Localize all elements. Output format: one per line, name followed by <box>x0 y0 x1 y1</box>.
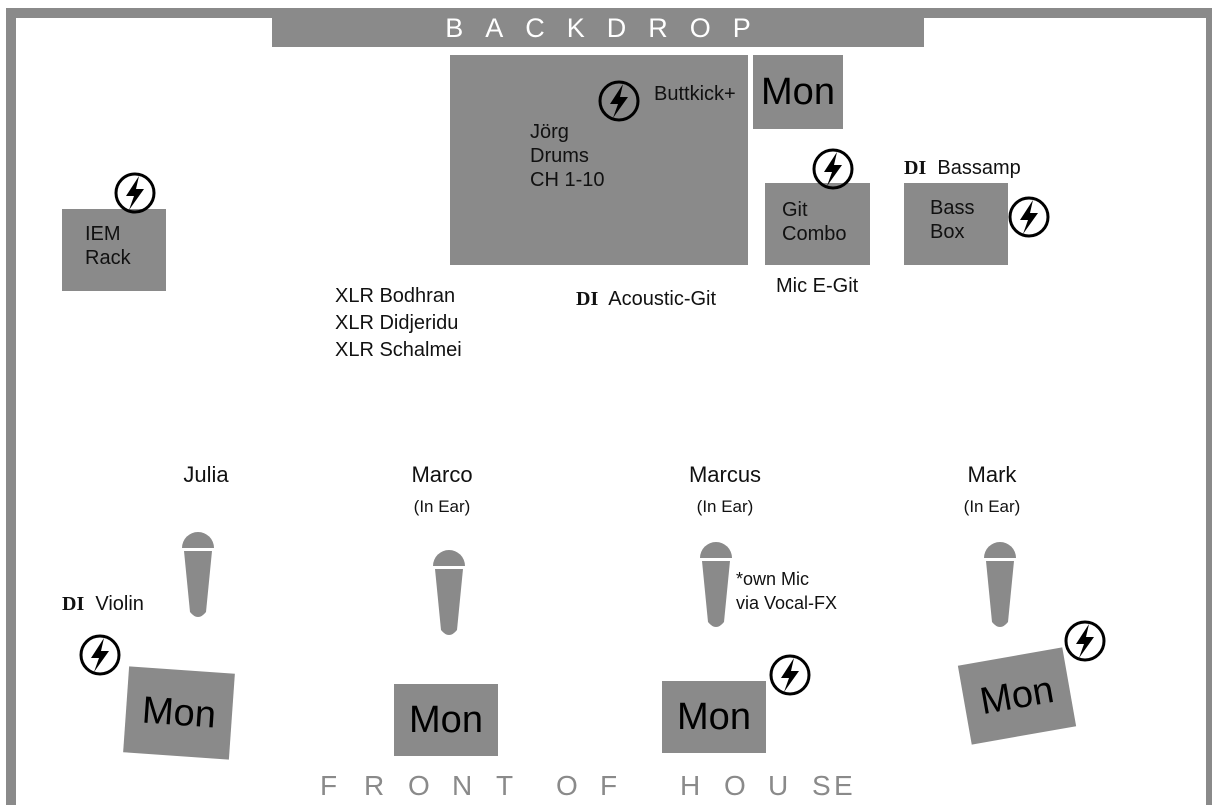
di-label: DI <box>576 288 599 310</box>
iem-rack-label: IEM Rack <box>85 223 131 269</box>
drum-riser <box>450 55 748 265</box>
handheld-microphone-icon <box>433 550 465 635</box>
acoustic-text: Acoustic-Git <box>608 288 717 310</box>
xlr-inputs-label: XLR Bodhran XLR Didjeridu XLR Schalmei <box>335 285 462 361</box>
lightning-bolt-circle-icon <box>79 634 121 676</box>
drum-monitor: Mon <box>753 55 843 129</box>
foh-letter: R <box>364 770 385 801</box>
floor-monitor: Mon <box>123 666 235 760</box>
backdrop-label: BACKDROP <box>272 10 924 47</box>
violin-di-label: DI Violin <box>62 592 144 616</box>
performer-name: Mark <box>967 462 1017 487</box>
floor-monitor: Mon <box>394 684 498 756</box>
monitor-label: Mon <box>409 698 483 741</box>
foh-letter: N <box>452 770 473 801</box>
foh-letter: S <box>812 770 831 801</box>
lightning-bolt-circle-icon <box>114 172 156 214</box>
monitor-label: Mon <box>761 70 835 113</box>
lightning-bolt-circle-icon <box>1008 196 1050 238</box>
performer-note: (In Ear) <box>963 497 1021 516</box>
handheld-microphone-icon <box>700 542 732 627</box>
foh-letter: E <box>834 770 853 801</box>
guitar-combo <box>765 183 870 265</box>
performer-note: (In Ear) <box>413 497 471 516</box>
lightning-bolt-circle-icon <box>812 148 854 190</box>
floor-monitor: Mon <box>662 681 766 753</box>
buttkick-label: Buttkick+ <box>654 83 736 105</box>
monitor-label: Mon <box>140 688 218 737</box>
violin-text: Violin <box>95 593 144 615</box>
monitor-label: Mon <box>677 695 751 738</box>
performer-name: Julia <box>183 462 229 487</box>
foh-letter: H <box>680 770 701 801</box>
bassamp-label: DI Bassamp <box>904 156 1021 180</box>
foh-letter: O <box>724 770 746 801</box>
stage-border-left <box>6 8 16 805</box>
own-mic-note: *own Mic via Vocal-FX <box>736 569 838 613</box>
bass-box <box>904 183 1008 265</box>
foh-letter: O <box>556 770 578 801</box>
acoustic-git-label: DI Acoustic-Git <box>576 287 716 311</box>
foh-letter: T <box>496 770 514 801</box>
foh-letter: O <box>408 770 430 801</box>
foh-letter: F <box>320 770 338 801</box>
foh-letter: U <box>768 770 789 801</box>
floor-monitor: Mon <box>957 647 1077 745</box>
performer-name: Marcus <box>688 462 762 487</box>
monitor-label: Mon <box>976 668 1057 723</box>
performer-name: Marco <box>411 462 473 487</box>
bass-box-label: Bass Box <box>930 197 975 243</box>
lightning-bolt-circle-icon <box>769 654 811 696</box>
di-label: DI <box>904 157 927 179</box>
handheld-microphone-icon <box>182 532 214 617</box>
di-label: DI <box>62 593 85 615</box>
guitar-combo-label: Git Combo <box>782 199 847 245</box>
handheld-microphone-icon <box>984 542 1016 627</box>
stage-border-right <box>1206 8 1212 805</box>
lightning-bolt-circle-icon <box>598 80 640 122</box>
iem-rack <box>62 209 166 291</box>
lightning-bolt-circle-icon <box>1064 620 1106 662</box>
bassamp-text: Bassamp <box>937 157 1021 179</box>
mic-egit-label: Mic E-Git <box>776 275 859 297</box>
performer-note: (In Ear) <box>696 497 754 516</box>
drums-label: Jörg Drums CH 1-10 <box>530 121 605 191</box>
foh-letter: F <box>600 770 618 801</box>
front-of-house-label: F R O N T O F H O U S E <box>320 766 860 806</box>
